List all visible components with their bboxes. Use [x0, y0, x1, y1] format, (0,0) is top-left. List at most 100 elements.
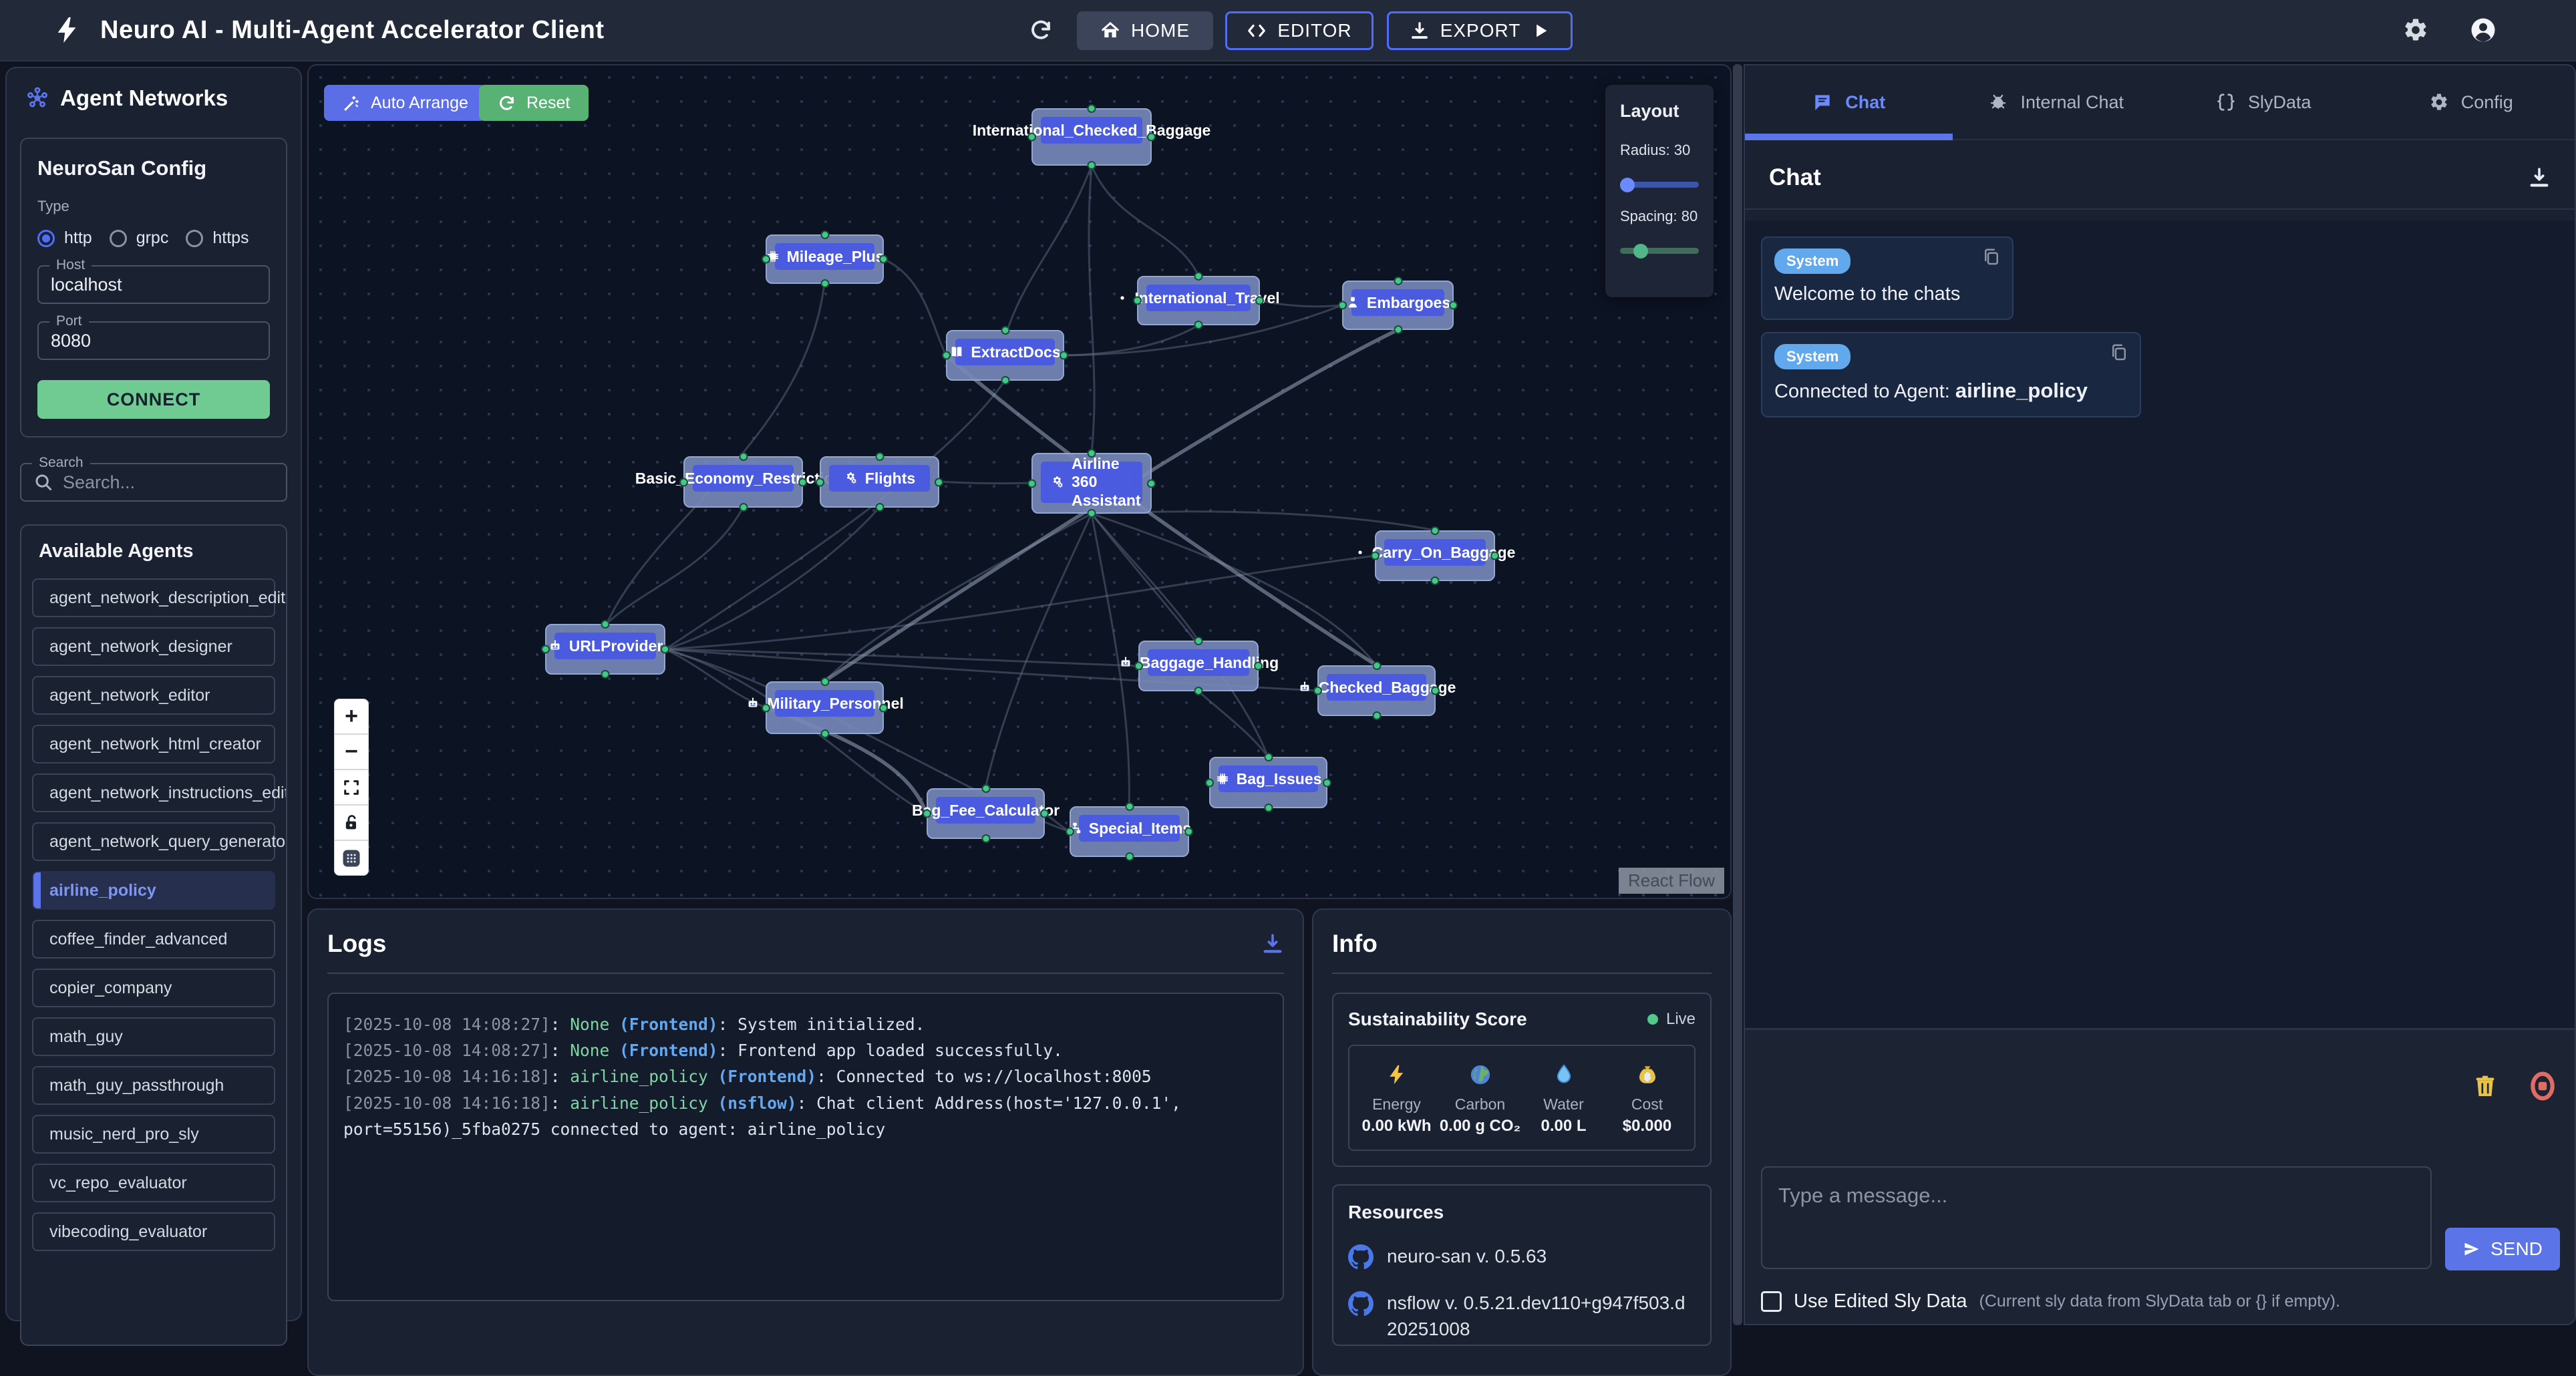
node-port[interactable] — [1194, 321, 1203, 329]
tab-internal-chat[interactable]: Internal Chat — [1953, 65, 2160, 139]
user-account-icon[interactable] — [2469, 16, 2497, 44]
node-port[interactable] — [935, 478, 943, 486]
node-port[interactable] — [1431, 576, 1440, 585]
agent-item-agent_network_html_creator[interactable]: agent_network_html_creator — [32, 725, 275, 763]
node-port[interactable] — [739, 503, 748, 512]
node-port[interactable] — [942, 351, 951, 360]
node-flights[interactable]: Flights — [820, 456, 939, 508]
type-radio-http[interactable]: http — [37, 228, 92, 248]
agent-item-agent_network_designer[interactable]: agent_network_designer — [32, 627, 275, 666]
node-port[interactable] — [1147, 479, 1156, 488]
agent-item-math_guy[interactable]: math_guy — [32, 1017, 275, 1056]
node-port[interactable] — [1264, 804, 1273, 812]
chat-download-icon[interactable] — [2528, 166, 2551, 189]
node-port[interactable] — [1027, 479, 1036, 488]
agent-item-copier_company[interactable]: copier_company — [32, 969, 275, 1007]
node-port[interactable] — [820, 677, 829, 686]
agent-item-coffee_finder_advanced[interactable]: coffee_finder_advanced — [32, 920, 275, 959]
node-basic_economy_restrictions[interactable]: Basic_Economy_Restrictions — [683, 456, 803, 508]
node-port[interactable] — [1040, 810, 1049, 818]
node-port[interactable] — [923, 810, 931, 818]
node-port[interactable] — [762, 703, 770, 712]
connect-button[interactable]: CONNECT — [37, 380, 270, 419]
node-port[interactable] — [1060, 351, 1068, 360]
node-port[interactable] — [1338, 301, 1347, 310]
node-port[interactable] — [1431, 526, 1440, 535]
node-port[interactable] — [1134, 662, 1143, 671]
tab-chat[interactable]: Chat — [1745, 65, 1953, 139]
node-extractdocs[interactable]: ExtractDocs — [946, 330, 1064, 381]
resource-item[interactable]: nsflow v. 0.5.21.dev110+g947f503.d202510… — [1348, 1290, 1696, 1342]
node-port[interactable] — [1184, 828, 1193, 836]
node-port[interactable] — [1255, 297, 1264, 305]
node-international_travel[interactable]: International_Travel — [1137, 276, 1260, 325]
use-sly-data-checkbox[interactable] — [1761, 1291, 1782, 1312]
node-port[interactable] — [1088, 161, 1096, 170]
node-urlprovider[interactable]: URLProvider — [545, 624, 665, 675]
node-port[interactable] — [1125, 852, 1134, 861]
resource-item[interactable]: neuro-san v. 0.5.63 — [1348, 1243, 1696, 1270]
radius-slider-thumb[interactable] — [1620, 178, 1635, 192]
node-port[interactable] — [820, 279, 829, 288]
agent-item-vibecoding_evaluator[interactable]: vibecoding_evaluator — [32, 1212, 275, 1251]
node-port[interactable] — [1394, 277, 1402, 285]
node-bag_fee_calculator[interactable]: Bag_Fee_Calculator — [927, 788, 1045, 839]
node-port[interactable] — [1125, 802, 1134, 811]
node-port[interactable] — [981, 784, 990, 793]
node-port[interactable] — [679, 478, 688, 486]
node-port[interactable] — [1088, 104, 1096, 113]
agent-item-agent_network_editor[interactable]: agent_network_editor — [32, 676, 275, 715]
node-port[interactable] — [1372, 711, 1381, 720]
node-bag_issues[interactable]: Bag_Issues — [1209, 757, 1327, 808]
node-baggage_handling[interactable]: Baggage_Handling — [1138, 641, 1259, 691]
node-port[interactable] — [1449, 301, 1458, 310]
agent-item-airline_policy[interactable]: airline_policy — [32, 871, 275, 910]
radius-slider[interactable] — [1620, 182, 1699, 188]
agent-item-agent_network_description_editor[interactable]: agent_network_description_editor — [32, 578, 275, 617]
lock-button[interactable] — [334, 805, 369, 840]
agent-item-agent_network_instructions_editor[interactable]: agent_network_instructions_editor — [32, 773, 275, 812]
agent-item-music_nerd_pro_sly[interactable]: music_nerd_pro_sly — [32, 1115, 275, 1154]
node-port[interactable] — [1194, 637, 1203, 645]
home-button[interactable]: HOME — [1077, 11, 1213, 50]
fit-view-button[interactable] — [334, 769, 369, 805]
node-port[interactable] — [1001, 376, 1009, 385]
node-port[interactable] — [1254, 662, 1263, 671]
node-special_items[interactable]: Special_Items — [1070, 806, 1189, 857]
node-port[interactable] — [762, 255, 770, 264]
node-port[interactable] — [601, 620, 610, 629]
node-port[interactable] — [1490, 552, 1499, 560]
node-port[interactable] — [798, 478, 807, 486]
node-military_personnel[interactable]: Military_Personnel — [766, 681, 884, 734]
node-port[interactable] — [879, 255, 888, 264]
node-port[interactable] — [820, 729, 829, 738]
node-port[interactable] — [1264, 753, 1273, 761]
node-port[interactable] — [541, 645, 550, 654]
reset-button[interactable]: Reset — [479, 85, 589, 121]
node-port[interactable] — [1066, 828, 1074, 836]
node-port[interactable] — [1088, 509, 1096, 518]
node-port[interactable] — [1133, 297, 1142, 305]
tab-config[interactable]: Config — [2368, 65, 2575, 139]
message-input[interactable] — [1761, 1166, 2432, 1269]
stop-icon[interactable] — [2528, 1071, 2557, 1101]
node-port[interactable] — [601, 670, 610, 679]
node-port[interactable] — [1371, 552, 1380, 560]
node-checked_baggage[interactable]: Checked_Baggage — [1317, 665, 1436, 716]
agent-item-math_guy_passthrough[interactable]: math_guy_passthrough — [32, 1066, 275, 1105]
node-port[interactable] — [879, 703, 888, 712]
node-port[interactable] — [1394, 325, 1402, 334]
node-port[interactable] — [1372, 661, 1381, 670]
node-port[interactable] — [875, 503, 884, 512]
copy-icon[interactable] — [2109, 343, 2129, 363]
node-port[interactable] — [1323, 778, 1331, 787]
host-field[interactable]: Host localhost — [37, 265, 270, 304]
node-port[interactable] — [981, 834, 990, 843]
node-port[interactable] — [1205, 778, 1214, 787]
node-port[interactable] — [1001, 326, 1009, 335]
spacing-slider[interactable] — [1620, 248, 1699, 254]
node-port[interactable] — [1431, 687, 1440, 695]
node-port[interactable] — [1088, 449, 1096, 458]
node-port[interactable] — [1313, 687, 1322, 695]
node-port[interactable] — [661, 645, 669, 654]
